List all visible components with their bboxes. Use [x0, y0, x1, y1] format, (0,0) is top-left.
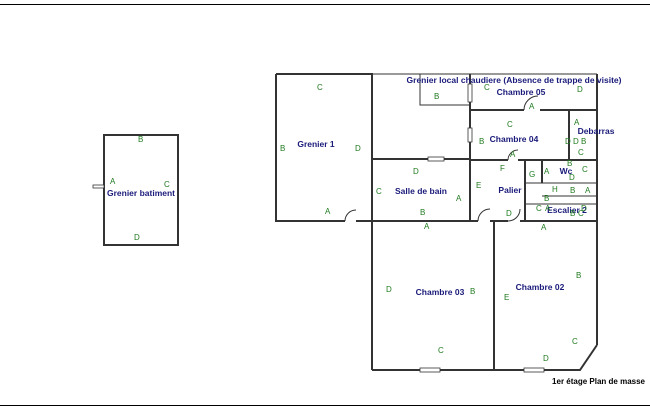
svg-text:B: B [570, 209, 575, 218]
room-chambre-03: Chambre 03 [416, 287, 465, 297]
svg-text:C: C [484, 83, 490, 92]
room-salle-de-bain: Salle de bain [395, 186, 447, 196]
svg-text:C: C [578, 148, 584, 157]
svg-text:D: D [413, 167, 419, 176]
svg-text:A: A [529, 102, 535, 111]
svg-text:B: B [544, 194, 549, 203]
room-wc: Wc [560, 166, 573, 176]
window [92, 184, 105, 189]
svg-text:B: B [581, 137, 586, 146]
svg-text:D: D [355, 144, 361, 153]
svg-text:D: D [506, 209, 512, 218]
svg-text:C: C [317, 83, 323, 92]
svg-text:C: C [536, 204, 542, 213]
room-grenier-local-chaudiere: Grenier local chaudiere (Absence de trap… [407, 75, 622, 85]
svg-text:C: C [376, 187, 382, 196]
room-grenier-batiment: Grenier batiment [107, 188, 175, 198]
room-chambre-02: Chambre 02 [516, 282, 565, 292]
svg-text:B: B [567, 159, 572, 168]
svg-text:D: D [134, 233, 140, 242]
room-chambre-04: Chambre 04 [490, 134, 539, 144]
main-walls [275, 73, 598, 371]
svg-text:B: B [434, 92, 439, 101]
svg-text:C: C [507, 120, 513, 129]
svg-text:B: B [570, 186, 575, 195]
svg-text:B: B [470, 287, 475, 296]
svg-text:D: D [573, 137, 579, 146]
svg-text:A: A [544, 167, 550, 176]
room-chambre-05: Chambre 05 [497, 87, 546, 97]
plan-caption: 1er étage Plan de masse [552, 377, 645, 386]
svg-text:C: C [578, 209, 584, 218]
windows [419, 83, 545, 373]
svg-text:A: A [456, 194, 462, 203]
svg-text:F: F [500, 164, 505, 173]
svg-text:A: A [110, 177, 116, 186]
svg-text:A: A [510, 150, 516, 159]
svg-text:G: G [529, 170, 535, 179]
svg-text:E: E [476, 181, 481, 190]
svg-text:C: C [164, 180, 170, 189]
room-palier: Palier [498, 185, 522, 195]
room-grenier-1: Grenier 1 [297, 139, 335, 149]
svg-text:E: E [504, 293, 509, 302]
svg-text:B: B [479, 137, 484, 146]
room-debarras: Debarras [578, 126, 615, 136]
svg-text:A: A [574, 118, 580, 127]
door-swings [344, 95, 539, 222]
svg-text:A: A [541, 223, 547, 232]
grenier-batiment-outline [103, 134, 179, 246]
wall-labels: B A C D C B D A B C D A C B A D A D B C … [110, 83, 591, 363]
svg-text:C: C [572, 337, 578, 346]
room-escalier-2: Escalier 2 [547, 205, 587, 215]
svg-text:D: D [581, 204, 587, 213]
svg-text:B: B [280, 144, 285, 153]
svg-text:C: C [438, 346, 444, 355]
svg-text:D: D [577, 85, 583, 94]
top-rule [0, 4, 650, 5]
svg-text:D: D [569, 173, 575, 182]
svg-text:B: B [420, 208, 425, 217]
svg-text:A: A [545, 204, 551, 213]
svg-text:H: H [552, 185, 558, 194]
svg-text:D: D [543, 354, 549, 363]
bottom-rule [0, 405, 650, 406]
svg-text:B: B [576, 271, 581, 280]
svg-text:A: A [325, 207, 331, 216]
svg-text:C: C [582, 165, 588, 174]
svg-text:D: D [386, 285, 392, 294]
svg-text:A: A [585, 186, 591, 195]
svg-text:B: B [138, 135, 143, 144]
svg-text:A: A [424, 222, 430, 231]
svg-text:D: D [565, 137, 571, 146]
